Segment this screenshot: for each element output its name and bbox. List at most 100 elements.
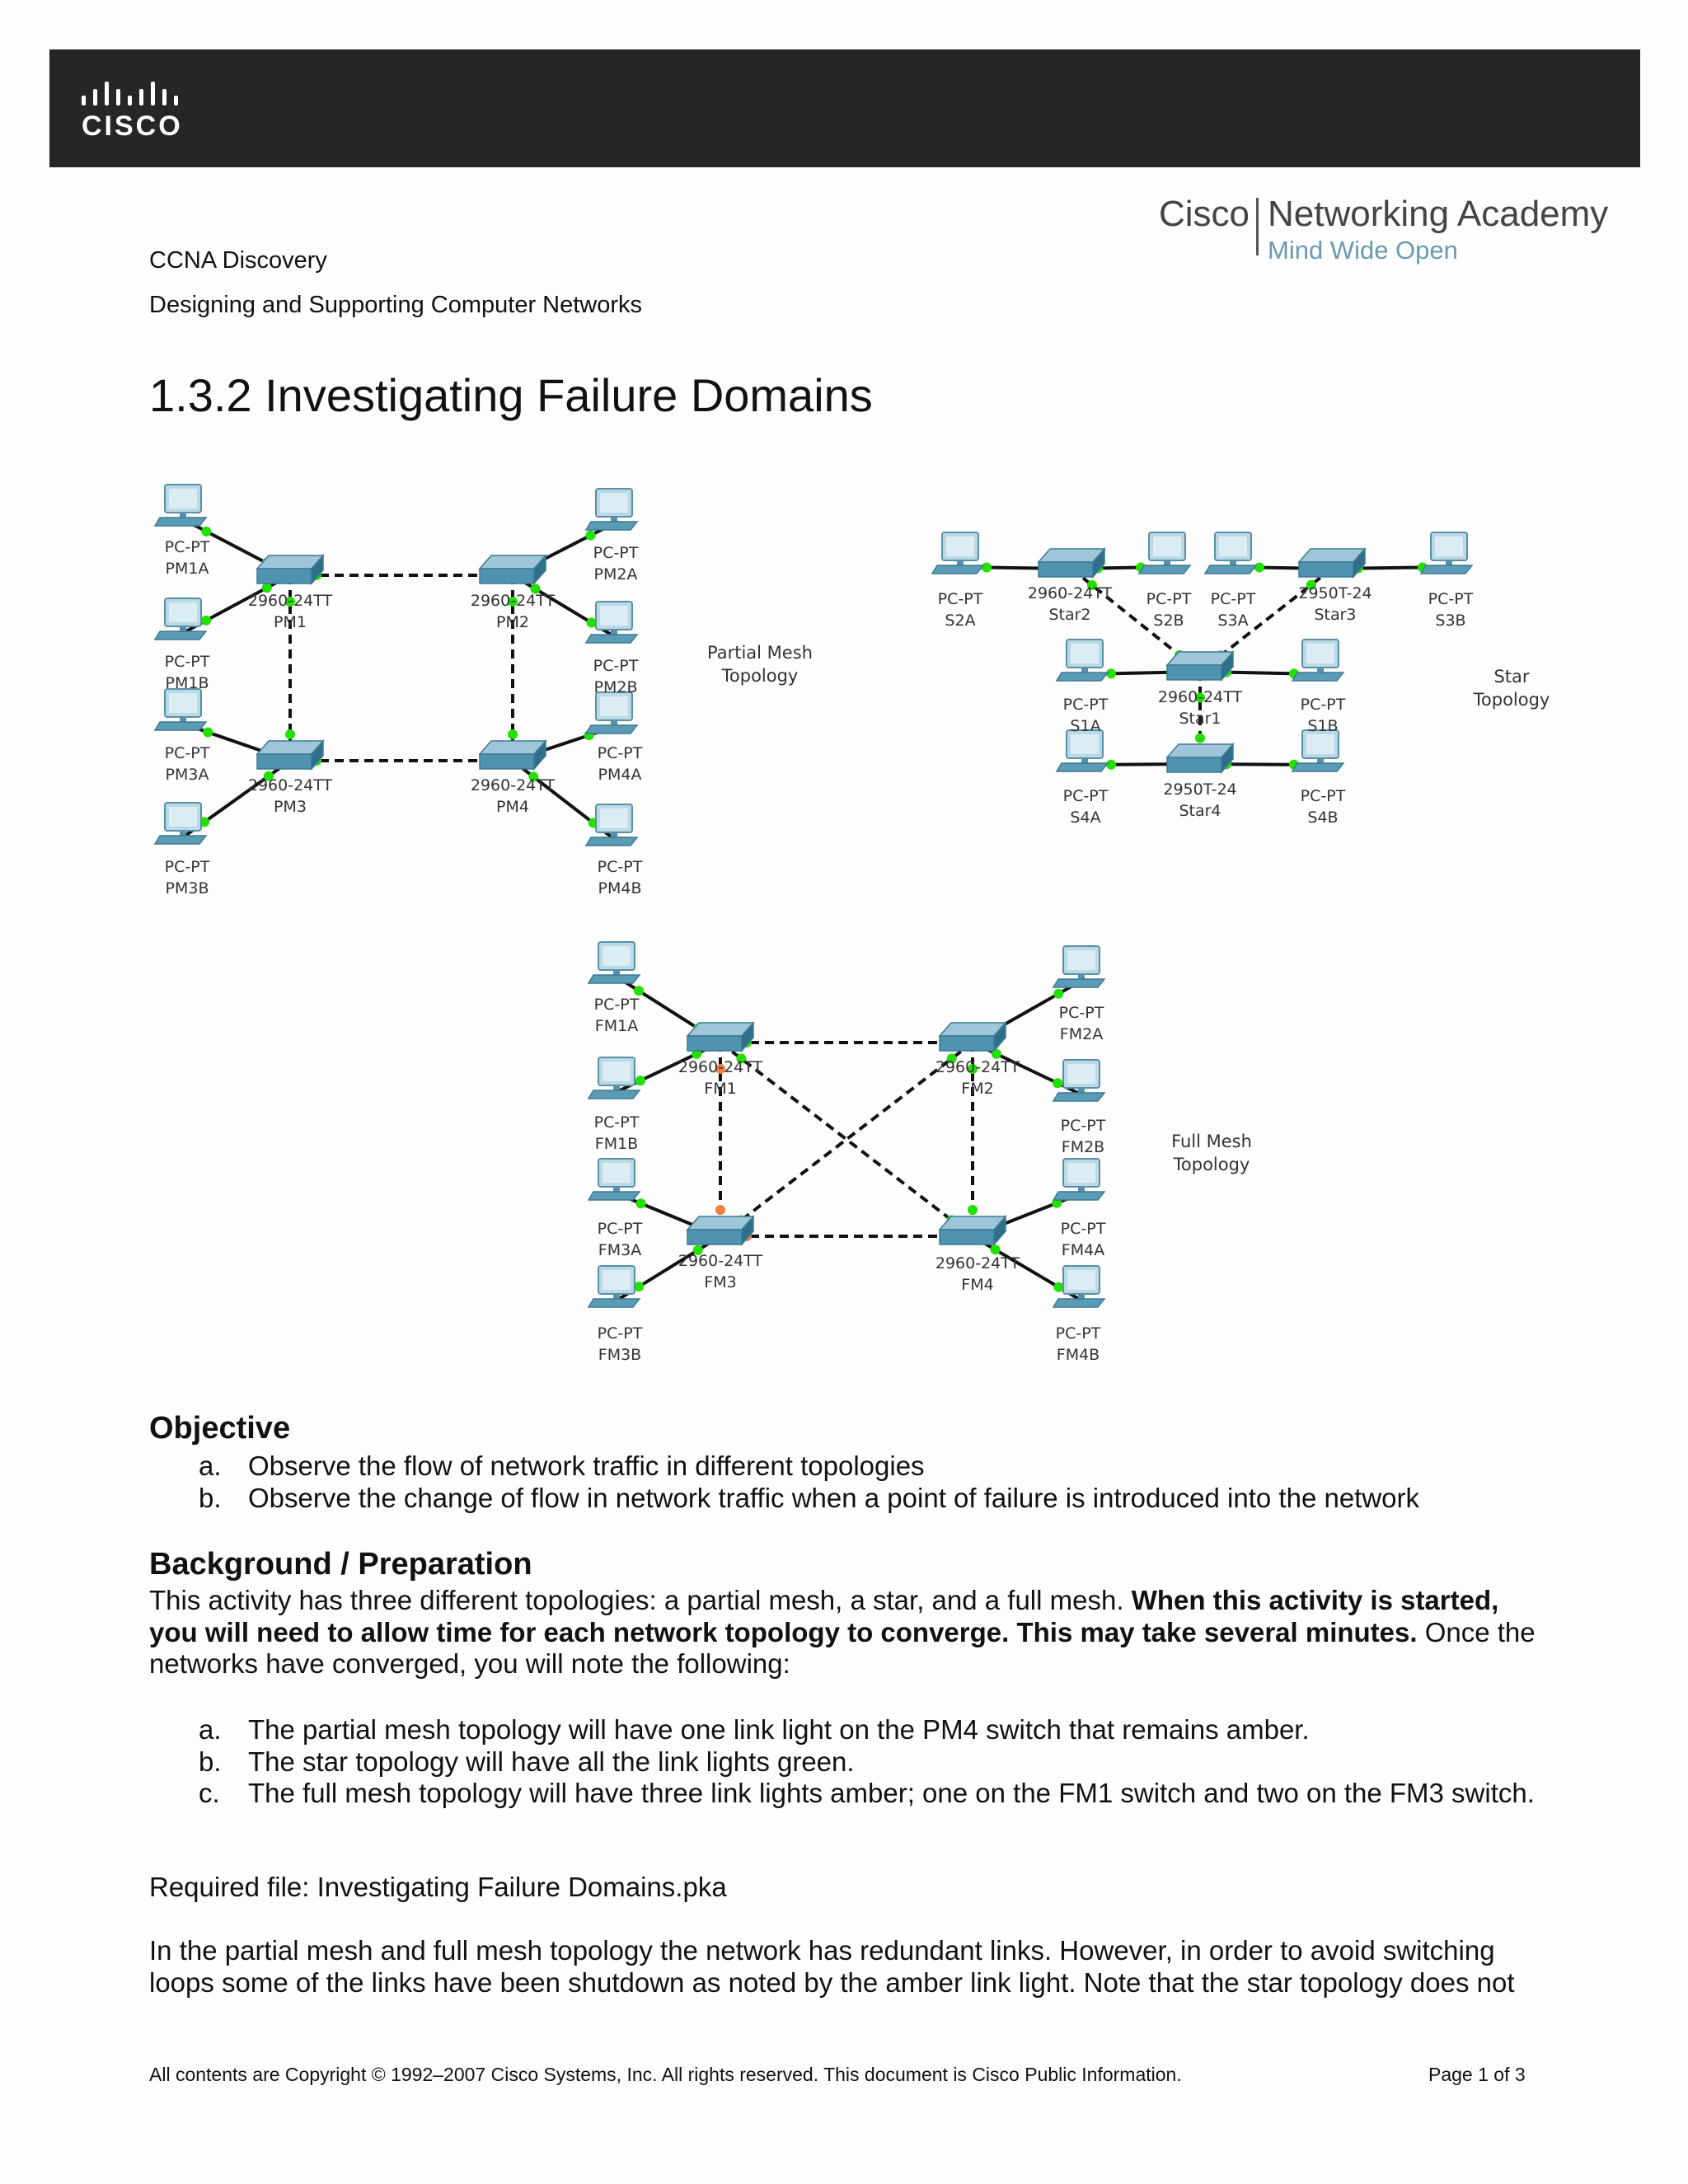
link-light xyxy=(263,771,274,781)
switch-icon[interactable] xyxy=(1038,548,1105,578)
link-light xyxy=(585,530,596,541)
switch-name-label: FM3 xyxy=(704,1273,736,1291)
switch-model-label: 2950T-24 xyxy=(1163,780,1236,799)
switch-name-label: FM1 xyxy=(704,1080,736,1098)
link-light xyxy=(508,729,518,739)
link-light xyxy=(981,562,992,573)
pc-icon[interactable] xyxy=(1053,1158,1105,1201)
pc-name-label: S1A xyxy=(1070,717,1100,735)
list-item: b.Observe the change of flow in network … xyxy=(199,1482,1420,1513)
pc-name-label: S3B xyxy=(1435,612,1465,630)
switch-name-label: Star1 xyxy=(1179,710,1221,728)
link-light xyxy=(1105,759,1116,770)
link-light xyxy=(634,986,645,996)
switch-model-label: 2950T-24 xyxy=(1298,584,1372,602)
switch-icon[interactable] xyxy=(939,1216,1006,1245)
pc-type-label: PC-PT xyxy=(165,538,210,556)
pc-icon[interactable] xyxy=(588,941,640,984)
link-light xyxy=(285,729,295,739)
pc-icon[interactable] xyxy=(154,484,207,527)
svg-text:Cisco: Cisco xyxy=(1159,194,1250,234)
pc-type-label: PC-PT xyxy=(1211,590,1256,608)
switch-icon[interactable] xyxy=(479,740,546,770)
pc-icon[interactable] xyxy=(931,532,984,574)
pc-name-label: FM1B xyxy=(595,1135,638,1153)
pc-name-label: PM2B xyxy=(594,678,638,696)
link-light xyxy=(508,597,518,607)
pc-icon[interactable] xyxy=(154,688,207,731)
pc-name-label: S2B xyxy=(1153,612,1184,630)
switch-icon[interactable] xyxy=(479,555,546,584)
topology-diagram: PC-PTPM1APC-PTPM1BPC-PTPM2APC-PTPM2BPC-P… xyxy=(154,484,1550,1364)
pc-type-label: PC-PT xyxy=(165,653,210,671)
cisco-wordmark: CISCO xyxy=(82,110,183,142)
pc-name-label: PM4A xyxy=(598,766,642,784)
pc-name-label: PM1A xyxy=(166,560,209,578)
networking-academy-logo: Cisco Networking Academy Mind Wide Open xyxy=(1159,194,1608,265)
pc-icon[interactable] xyxy=(1204,532,1257,574)
pc-type-label: PC-PT xyxy=(594,996,640,1014)
switch-icon[interactable] xyxy=(1298,548,1366,578)
switch-model-label: 2960-24TT xyxy=(248,592,333,610)
objective-list: a.Observe the flow of network traffic in… xyxy=(149,1451,1542,1514)
pc-icon[interactable] xyxy=(1292,639,1344,682)
footer-page-number: Page 1 of 3 xyxy=(1428,2064,1526,2085)
pc-type-label: PC-PT xyxy=(165,744,210,762)
switch-icon[interactable] xyxy=(687,1216,754,1245)
link-light xyxy=(285,597,295,607)
labels-layer: PC-PTPM1APC-PTPM1BPC-PTPM2APC-PTPM2BPC-P… xyxy=(165,538,1550,1364)
pc-icon[interactable] xyxy=(585,488,638,531)
convergence-list: a.The partial mesh topology will have on… xyxy=(149,1714,1542,1810)
switch-icon[interactable] xyxy=(687,1022,754,1052)
svg-text:Mind Wide Open: Mind Wide Open xyxy=(1268,236,1458,265)
pc-type-label: PC-PT xyxy=(1061,1220,1106,1238)
pc-icon[interactable] xyxy=(154,802,207,845)
pc-icon[interactable] xyxy=(1292,729,1344,772)
link-light xyxy=(530,583,541,594)
switch-icon[interactable] xyxy=(1166,743,1234,773)
switch-name-label: PM4 xyxy=(496,798,529,816)
pc-type-label: PC-PT xyxy=(594,1113,640,1132)
pc-icon[interactable] xyxy=(1420,532,1473,574)
switch-icon[interactable] xyxy=(256,555,324,584)
pc-name-label: FM3A xyxy=(598,1241,641,1259)
pc-name-label: FM3B xyxy=(598,1346,641,1364)
course-subtitle: Designing and Supporting Computer Networ… xyxy=(149,292,643,318)
pc-icon[interactable] xyxy=(588,1158,640,1201)
pc-icon[interactable] xyxy=(588,1265,640,1308)
pc-type-label: PC-PT xyxy=(1061,1117,1106,1135)
pc-icon[interactable] xyxy=(585,691,638,734)
switch-name-label: Star4 xyxy=(1179,802,1221,820)
switch-name-label: Star3 xyxy=(1314,606,1356,624)
pc-name-label: PM3A xyxy=(166,766,209,784)
link-light xyxy=(968,1205,978,1215)
switch-name-label: FM4 xyxy=(961,1276,993,1294)
pc-icon[interactable] xyxy=(154,598,207,640)
partial-mesh-label: Topology xyxy=(721,666,799,686)
switch-icon[interactable] xyxy=(939,1022,1006,1052)
link-light xyxy=(715,1064,725,1074)
pc-icon[interactable] xyxy=(588,1057,640,1099)
switch-model-label: 2960-24TT xyxy=(678,1058,763,1076)
pc-icon[interactable] xyxy=(1053,945,1105,988)
background-heading: Background / Preparation xyxy=(149,1547,532,1582)
switch-name-label: FM2 xyxy=(961,1080,993,1098)
link-light xyxy=(528,771,539,782)
pc-icon[interactable] xyxy=(1056,729,1109,772)
switch-icon[interactable] xyxy=(1166,651,1234,681)
link-light xyxy=(1105,668,1116,679)
pc-type-label: PC-PT xyxy=(598,1324,643,1343)
switch-icon[interactable] xyxy=(256,740,324,770)
pc-type-label: PC-PT xyxy=(1301,787,1346,805)
pc-icon[interactable] xyxy=(1056,639,1109,682)
switch-model-label: 2960-24TT xyxy=(935,1254,1020,1272)
switch-model-label: 2960-24TT xyxy=(248,776,333,794)
link-light xyxy=(586,617,597,628)
pc-name-label: PM3B xyxy=(166,879,209,898)
pc-type-label: PC-PT xyxy=(938,590,983,608)
pc-type-label: PC-PT xyxy=(1063,696,1109,714)
link-light xyxy=(991,1048,1001,1059)
pc-name-label: S2A xyxy=(945,612,975,630)
pc-icon[interactable] xyxy=(1138,532,1191,574)
list-item: a.The partial mesh topology will have on… xyxy=(199,1714,1310,1745)
